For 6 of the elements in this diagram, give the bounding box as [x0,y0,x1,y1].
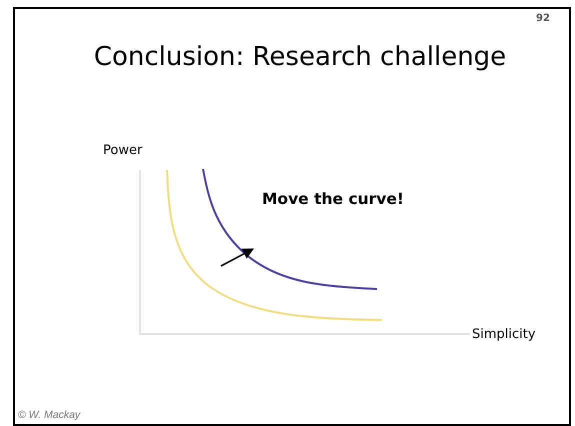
copyright-note: © W. Mackay [18,409,80,421]
axis-label: Power [103,143,142,158]
axis-label: Simplicity [472,327,536,342]
page-number: 92 [536,13,550,24]
annotation-text: Move the curve! [262,190,404,208]
slide-title: Conclusion: Research challenge [92,42,508,72]
